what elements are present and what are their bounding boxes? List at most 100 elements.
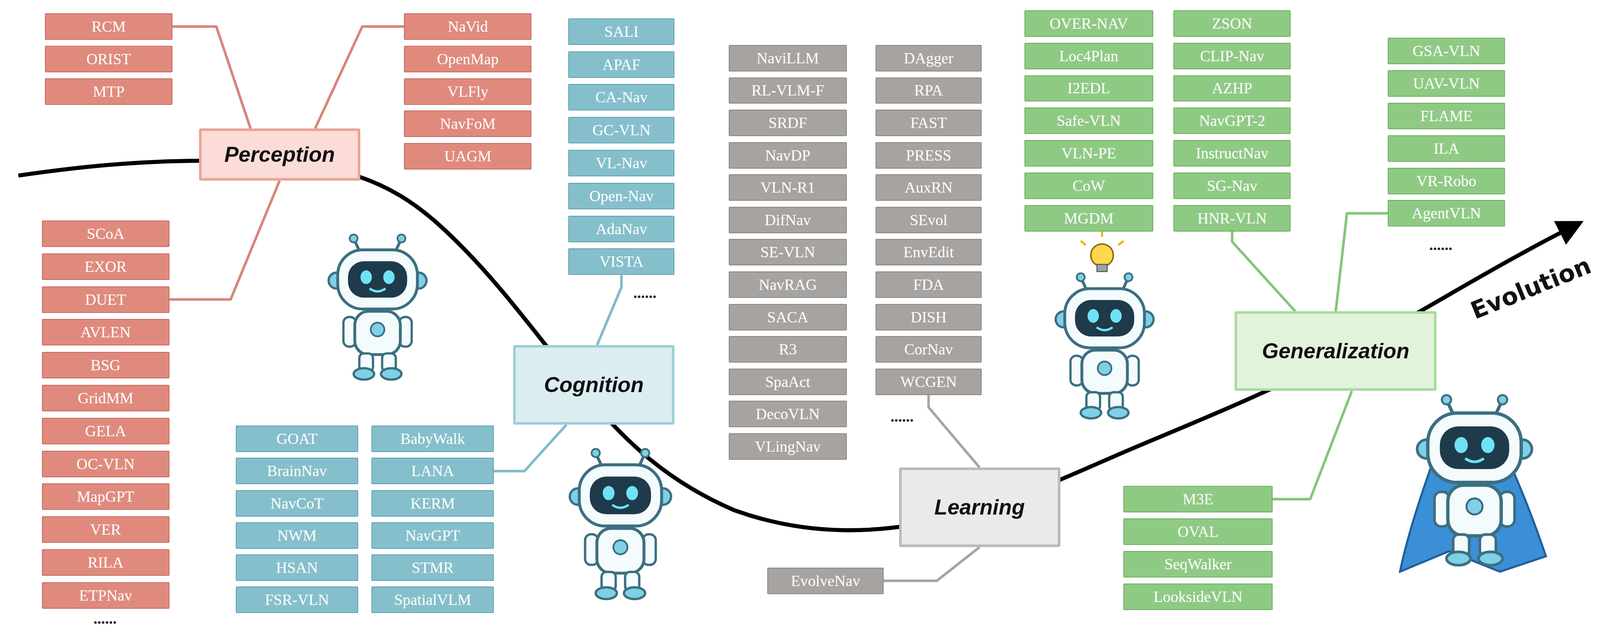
node-label: RPA bbox=[914, 81, 944, 100]
node-label: NaviLLM bbox=[756, 49, 820, 68]
node-label: Open-Nav bbox=[589, 187, 654, 205]
node-label: CoW bbox=[1072, 176, 1105, 195]
method-box: NavGPT bbox=[371, 522, 494, 549]
method-box: SG-Nav bbox=[1173, 172, 1291, 199]
method-box: OC-VLN bbox=[41, 450, 170, 478]
node-label: VLN-R1 bbox=[760, 178, 816, 197]
robot-figure bbox=[1417, 394, 1532, 566]
connector-line bbox=[169, 180, 280, 300]
node-label: SEvol bbox=[909, 210, 948, 229]
method-box: HSAN bbox=[235, 554, 359, 581]
node-label: MGDM bbox=[1063, 209, 1114, 228]
node-label: GSA-VLN bbox=[1412, 41, 1481, 60]
node-label: UAGM bbox=[444, 147, 492, 166]
node-label: OC-VLN bbox=[76, 454, 135, 473]
node-label: Safe-VLN bbox=[1056, 111, 1121, 130]
node-label: VLingNav bbox=[754, 437, 821, 456]
node-label: PRESS bbox=[905, 146, 952, 165]
connector-line bbox=[172, 26, 251, 129]
method-box: KERM bbox=[371, 489, 494, 517]
category-box: Learning bbox=[899, 467, 1061, 547]
ellipsis-mark: ...... bbox=[93, 609, 117, 628]
connector-line bbox=[1231, 231, 1296, 312]
node-label: Loc4Plan bbox=[1059, 47, 1119, 66]
node-label: InstructNav bbox=[1195, 144, 1269, 163]
node-label: DUET bbox=[85, 290, 127, 309]
category-box: Perception bbox=[198, 128, 361, 181]
method-box: SpatialVLM bbox=[371, 586, 494, 613]
method-box: FSR-VLN bbox=[235, 586, 359, 613]
node-label: NavCoT bbox=[270, 494, 324, 513]
node-label: R3 bbox=[778, 340, 797, 359]
node-label: NavGPT bbox=[405, 526, 461, 545]
method-box: SeqWalker bbox=[1123, 550, 1273, 578]
node-label: NavFoM bbox=[439, 114, 496, 133]
method-box: SACA bbox=[728, 303, 848, 331]
method-box: SRDF bbox=[728, 109, 848, 137]
method-box: RPA bbox=[875, 77, 982, 104]
node-label: VL-Nav bbox=[595, 154, 648, 173]
node-label: RCM bbox=[91, 17, 126, 36]
method-box: NavGPT-2 bbox=[1173, 107, 1291, 134]
node-label: AVLEN bbox=[80, 323, 131, 342]
node-label: VER bbox=[90, 520, 122, 539]
method-box: LANA bbox=[371, 457, 494, 484]
node-label: Cognition bbox=[543, 372, 644, 398]
method-box: InstructNav bbox=[1173, 139, 1291, 167]
node-label: AuxRN bbox=[904, 178, 953, 197]
node-label: NavDP bbox=[765, 146, 811, 165]
method-box: BSG bbox=[41, 351, 170, 379]
ellipsis-mark: ...... bbox=[1429, 235, 1453, 254]
node-label: Perception bbox=[224, 142, 335, 167]
method-box: STMR bbox=[371, 554, 494, 581]
method-box: Open-Nav bbox=[568, 182, 675, 210]
method-box: EXOR bbox=[41, 253, 170, 280]
method-box: ILA bbox=[1387, 135, 1506, 162]
robot-figure bbox=[328, 234, 427, 380]
node-label: AdaNav bbox=[595, 219, 648, 238]
method-box: HNR-VLN bbox=[1173, 204, 1291, 232]
node-label: ETPNav bbox=[79, 586, 133, 605]
method-box: R3 bbox=[728, 335, 848, 363]
node-label: FSR-VLN bbox=[264, 590, 330, 609]
node-label: HSAN bbox=[276, 558, 318, 577]
method-box: M3E bbox=[1123, 485, 1273, 513]
node-label: FLAME bbox=[1420, 106, 1473, 125]
evolution-curve bbox=[18, 160, 1577, 530]
method-box: LooksideVLN bbox=[1123, 583, 1273, 610]
method-box: NaviLLM bbox=[728, 44, 848, 72]
robot-figure bbox=[569, 448, 672, 600]
method-box: WCGEN bbox=[875, 368, 982, 395]
method-box: RCM bbox=[44, 13, 173, 40]
node-label: GOAT bbox=[276, 429, 318, 448]
method-box: GC-VLN bbox=[568, 116, 675, 144]
method-box: GOAT bbox=[235, 425, 359, 452]
node-label: BSG bbox=[90, 356, 121, 375]
method-box: FDA bbox=[875, 271, 982, 298]
node-label: Learning bbox=[934, 494, 1025, 520]
method-box: SCoA bbox=[41, 220, 170, 247]
method-box: DecoVLN bbox=[728, 400, 848, 428]
node-label: NaVid bbox=[447, 17, 488, 36]
node-label: Generalization bbox=[1261, 338, 1410, 364]
node-label: MTP bbox=[92, 82, 125, 101]
method-box: MTP bbox=[44, 78, 173, 105]
method-box: I2EDL bbox=[1024, 75, 1153, 102]
method-box: BabyWalk bbox=[371, 425, 494, 452]
method-box: DUET bbox=[41, 286, 170, 313]
node-label: NavRAG bbox=[758, 275, 817, 294]
node-label: SG-Nav bbox=[1206, 176, 1258, 195]
node-label: DecoVLN bbox=[755, 404, 820, 423]
method-box: SALI bbox=[568, 18, 675, 45]
connector-line bbox=[493, 424, 567, 472]
node-label: VR-Robo bbox=[1416, 172, 1477, 190]
node-label: EXOR bbox=[84, 257, 127, 276]
node-label: DISH bbox=[910, 308, 947, 327]
method-box: VER bbox=[41, 516, 170, 543]
method-box: GELA bbox=[41, 417, 170, 445]
method-box: DISH bbox=[875, 303, 982, 331]
method-box: VLingNav bbox=[728, 433, 848, 460]
node-label: HNR-VLN bbox=[1197, 209, 1267, 228]
node-label: RL-VLM-F bbox=[751, 81, 825, 100]
node-label: EnvEdit bbox=[903, 243, 954, 262]
